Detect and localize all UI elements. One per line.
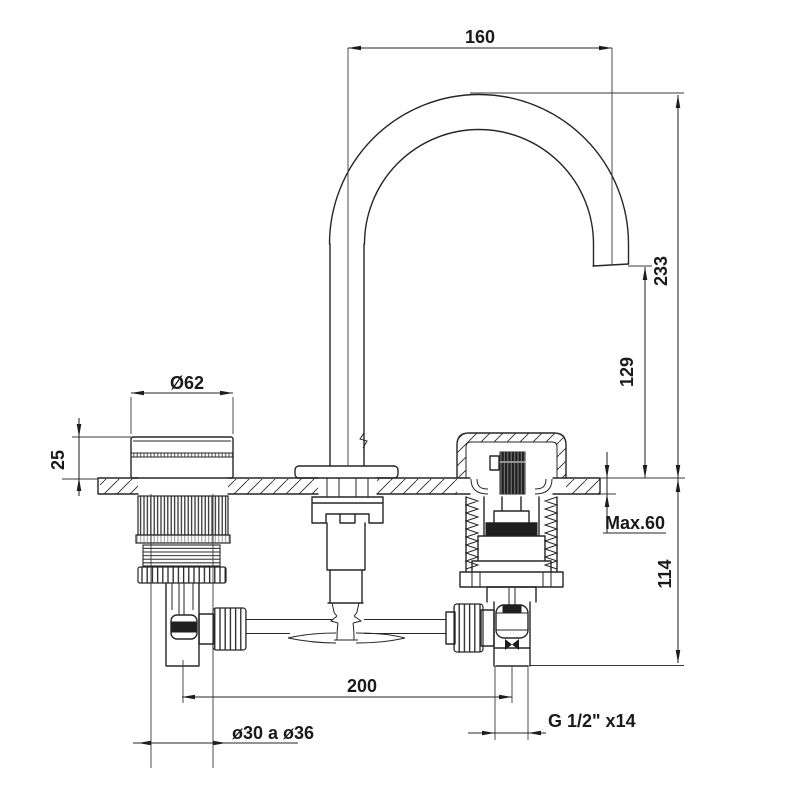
- right-handle-section: [456, 432, 567, 495]
- spout-shank-skirt: [287, 632, 406, 644]
- dim-outlet-height-label: 129: [617, 357, 637, 387]
- left-lock-nut: [137, 566, 227, 584]
- right-valve-body: [445, 496, 564, 667]
- dim-centres-label: 200: [347, 676, 377, 696]
- right-thread-left-flank: [464, 496, 480, 570]
- dim-inlet-thread-label: G 1/2" x14: [548, 711, 636, 731]
- left-handle: [130, 436, 234, 479]
- deck-hatch: [566, 479, 600, 494]
- drain-screw: [505, 639, 512, 650]
- cartridge-ring: [485, 522, 538, 537]
- escutcheon-lips: [470, 478, 553, 495]
- deck-section: [97, 477, 601, 495]
- left-compression-nut: [212, 607, 247, 651]
- deck-hatch: [100, 479, 138, 494]
- dim-handle-diameter-label: Ø62: [170, 373, 204, 393]
- left-tee-ball: [170, 614, 198, 640]
- supply-tubes: [246, 619, 446, 634]
- left-spline-body: [137, 495, 229, 536]
- deck-hatch: [228, 479, 318, 494]
- left-thread-zone: [142, 544, 221, 567]
- dimension-lines: 160 233 129 Max.60 114 Ø62: [48, 27, 685, 768]
- dim-below-deck-label: 114: [655, 559, 675, 588]
- dim-spout-reach-label: 160: [465, 27, 495, 47]
- dim-total-height-label: 233: [651, 256, 671, 286]
- right-compression-nut: [453, 603, 484, 653]
- dim-hole-range-label: ø30 a ø36: [232, 723, 314, 743]
- left-valve-body: [135, 495, 247, 667]
- spout-escutcheon: [294, 465, 399, 479]
- spout-mounting-shank: [287, 496, 406, 644]
- deck-hatch: [377, 479, 457, 494]
- dim-deck-max-label: Max.60: [605, 513, 665, 533]
- dim-handle-height-label: 25: [48, 450, 68, 470]
- spout-outline: [294, 93, 630, 497]
- right-thread-right-flank: [543, 496, 559, 570]
- pipe-break-mark: [359, 432, 368, 449]
